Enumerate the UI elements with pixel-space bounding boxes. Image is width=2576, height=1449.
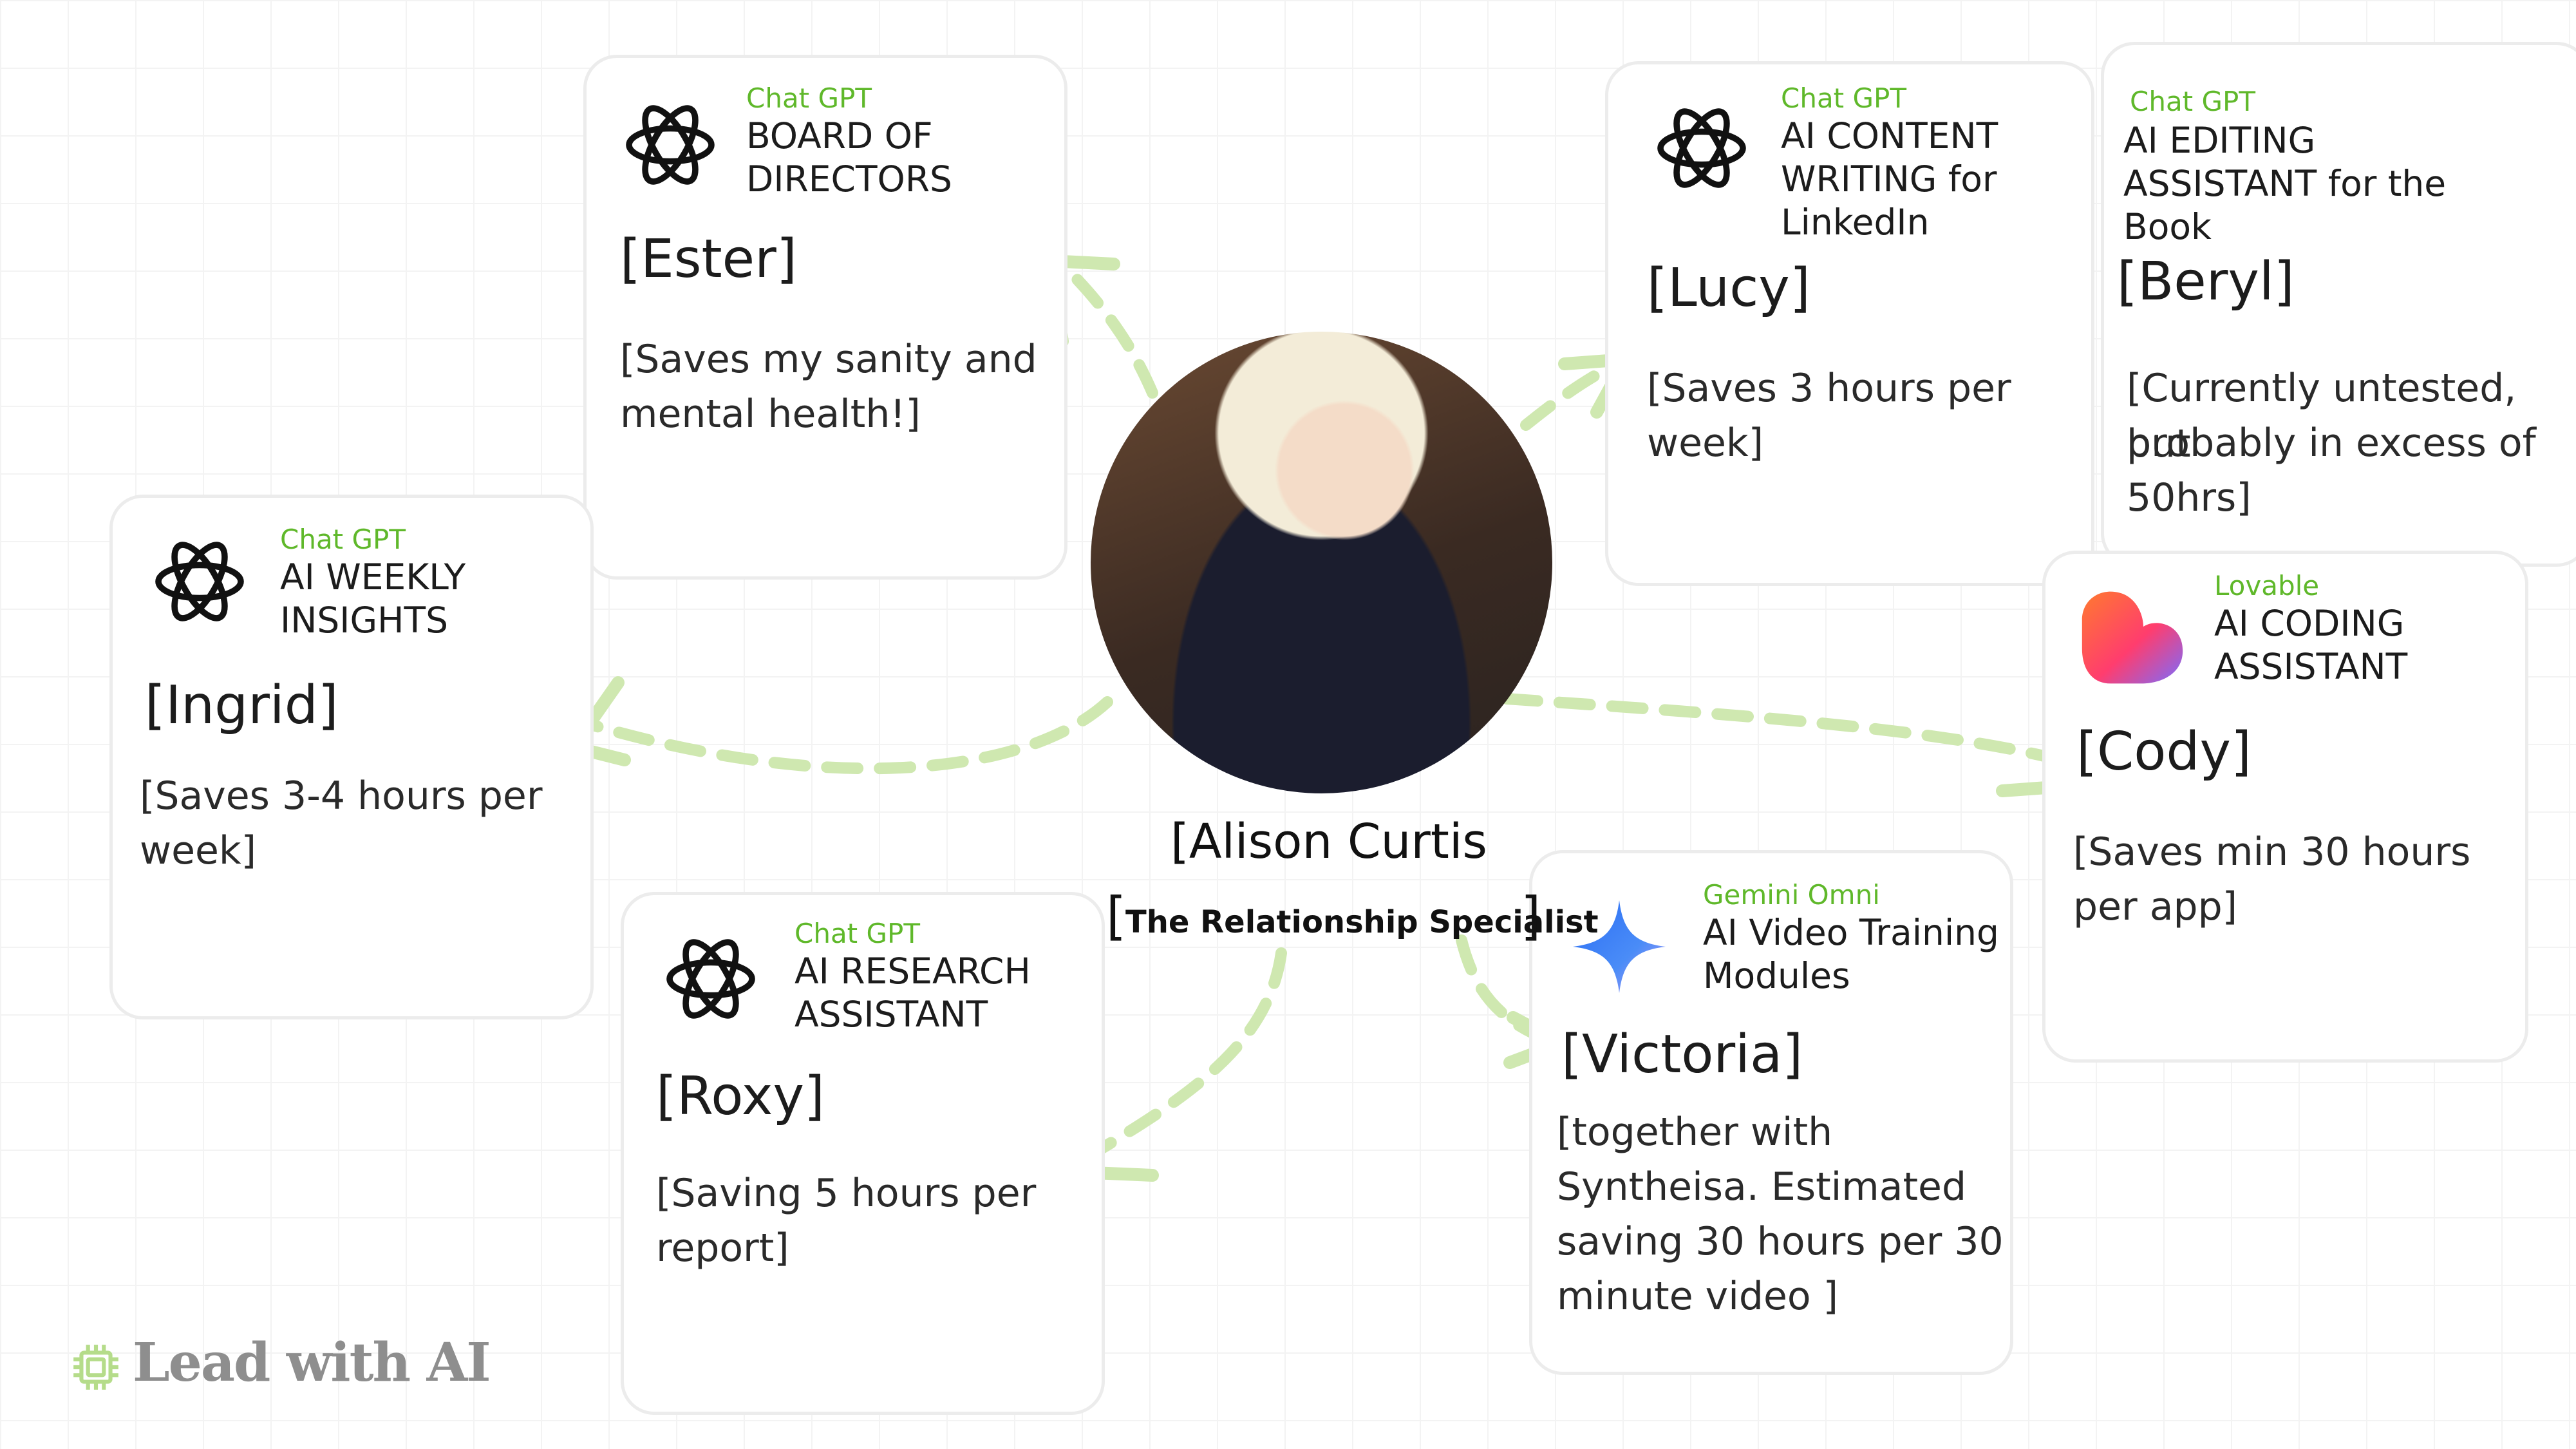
role-line: AI WEEKLY: [280, 556, 466, 598]
role-line: BOARD OF: [746, 115, 933, 156]
bracket-open: [: [1106, 886, 1127, 946]
role-line: ASSISTANT: [2214, 646, 2408, 687]
profile-photo: [1091, 332, 1552, 793]
card-ester: Chat GPT BOARD OF DIRECTORS [Ester] [Sav…: [583, 55, 1067, 580]
assistant-name: [Ingrid]: [145, 675, 339, 736]
chip-icon: [70, 1341, 122, 1396]
card-ingrid: Chat GPT AI WEEKLY INSIGHTS [Ingrid] [Sa…: [109, 495, 594, 1019]
savings-note: [Saving 5 hours per: [656, 1171, 1037, 1216]
tool-label: Gemini Omni: [1703, 879, 1880, 911]
role-line: AI RESEARCH: [794, 951, 1031, 992]
openai-logo-icon: [619, 93, 722, 199]
assistant-name: [Victoria]: [1561, 1024, 1803, 1085]
savings-note: [Saves 3 hours per: [1647, 366, 2011, 411]
role-line: ASSISTANT: [794, 994, 988, 1035]
role-line: AI Video Training: [1703, 912, 1999, 953]
role-line: Modules: [1703, 955, 1850, 996]
savings-note: saving 30 hours per 30: [1557, 1219, 2004, 1264]
savings-note: report]: [656, 1226, 789, 1271]
arrow-to-roxy: [1089, 947, 1287, 1159]
tool-label: Chat GPT: [794, 918, 921, 949]
savings-note: probably in excess of: [2127, 421, 2536, 466]
openai-logo-icon: [1650, 97, 1753, 202]
role-line: DIRECTORS: [746, 158, 952, 200]
role-line: Book: [2123, 206, 2212, 247]
card-beryl: Chat GPT AI EDITING ASSISTANT for the Bo…: [2101, 42, 2576, 567]
role-line: AI EDITING: [2123, 120, 2316, 161]
savings-note: [Saves min 30 hours: [2073, 829, 2471, 875]
savings-note: week]: [140, 828, 257, 873]
person-title: The Relationship Specialist: [1125, 904, 1599, 940]
savings-note: mental health!]: [620, 392, 921, 437]
assistant-name: [Beryl]: [2117, 251, 2295, 312]
arrow-to-ingrid: [574, 696, 1113, 775]
card-roxy: Chat GPT AI RESEARCH ASSISTANT [Roxy] [S…: [621, 892, 1105, 1415]
role-line: AI CONTENT: [1781, 115, 1998, 156]
arrow-to-cody: [1501, 693, 2066, 766]
savings-note: 50hrs]: [2127, 475, 2252, 520]
bracket-close: ]: [1521, 886, 1541, 946]
role-line: AI CODING: [2214, 603, 2405, 644]
person-name: [Alison Curtis: [1170, 814, 1487, 869]
openai-logo-icon: [659, 927, 762, 1033]
tool-label: Chat GPT: [280, 524, 406, 555]
openai-logo-icon: [148, 530, 251, 636]
assistant-name: [Cody]: [2076, 721, 2252, 782]
role-line: WRITING for: [1781, 158, 1997, 200]
assistant-name: [Ester]: [620, 229, 797, 290]
lovable-logo-icon: [2078, 583, 2187, 695]
arrow-to-ester: [1057, 258, 1158, 399]
savings-note: minute video ]: [1557, 1274, 1839, 1319]
savings-note: [Saves 3-4 hours per: [140, 773, 543, 819]
gemini-sparkle-icon: [1571, 898, 1668, 998]
assistant-name: [Roxy]: [656, 1066, 825, 1127]
tool-label: Lovable: [2214, 570, 2320, 601]
role-line: INSIGHTS: [280, 600, 448, 641]
assistant-name: [Lucy]: [1647, 258, 1810, 319]
card-victoria: Gemini Omni AI Video Training Modules [V…: [1529, 850, 2013, 1375]
role-line: LinkedIn: [1781, 202, 1930, 243]
role-line: ASSISTANT for the: [2123, 163, 2447, 204]
savings-note: week]: [1647, 421, 1764, 466]
savings-note: Syntheisa. Estimated: [1557, 1164, 1967, 1209]
card-lucy: Chat GPT AI CONTENT WRITING for LinkedIn…: [1605, 61, 2094, 586]
lead-with-ai-logo: Lead with AI: [133, 1332, 491, 1394]
card-cody: Lovable AI CODING ASSISTANT [Cody] [Save…: [2042, 551, 2528, 1063]
savings-note: [Saves my sanity and: [620, 337, 1037, 382]
savings-note: per app]: [2073, 884, 2238, 929]
savings-note: [Currently untested, but: [2127, 366, 2517, 466]
tool-label: Chat GPT: [746, 82, 872, 114]
tool-label: Chat GPT: [2130, 86, 2256, 117]
savings-note: [together with: [1557, 1110, 1833, 1155]
tool-label: Chat GPT: [1781, 82, 1907, 114]
